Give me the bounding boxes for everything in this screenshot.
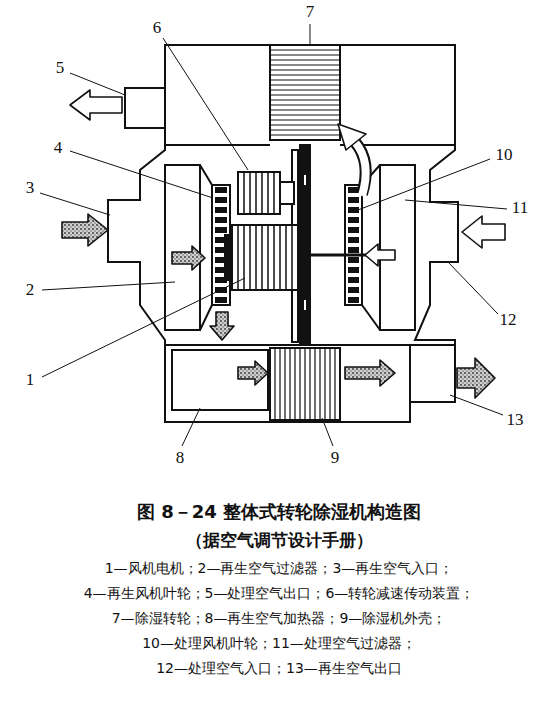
figure-source: （据空气调节设计手册） [186, 530, 373, 550]
process-impeller [345, 185, 362, 305]
wheel-hub [300, 145, 310, 345]
motor-ribs [238, 225, 292, 290]
callout-number: 4 [54, 138, 63, 158]
wheel-hatch [270, 50, 340, 135]
callout-number: 10 [496, 145, 513, 165]
callout-number: 12 [500, 310, 517, 330]
machine-housing [108, 45, 458, 422]
drive-gear [238, 172, 280, 214]
key-line: 4—再生风机叶轮；5—处理空气出口；6—转轮减速传动装置； [84, 585, 475, 602]
gear-ribs [244, 172, 274, 214]
key-line: 12—处理空气入口；13—再生空气出口 [156, 660, 402, 677]
wheel-upper [270, 45, 340, 140]
dotted-arrow [210, 312, 234, 340]
key-line: 7—除湿转轮；8—再生空气加热器；9—除湿机外壳； [112, 610, 447, 627]
dotted-arrow [238, 361, 268, 385]
hollow-arrow [70, 90, 122, 120]
gear-box [280, 182, 294, 204]
internal-wall [165, 145, 455, 345]
key-line: 1—风机电机；2—再生空气过滤器；3—再生空气入口； [105, 560, 454, 577]
key-line: 10—处理风机叶轮；11—处理空气过滤器； [142, 635, 416, 652]
curved-arrow-head [338, 124, 366, 150]
cone-wall [200, 165, 380, 330]
casing-hatch [275, 348, 335, 420]
dotted-arrow [62, 214, 108, 246]
callout-number: 13 [507, 410, 524, 430]
hollow-arrow [365, 244, 395, 266]
impeller-blades [348, 187, 359, 303]
curved-arrow-body [355, 142, 366, 196]
curved-arrow [338, 124, 366, 196]
callout-number: 6 [153, 18, 162, 38]
callout-number: 1 [26, 370, 35, 390]
regen-outlet-duct [410, 345, 455, 402]
figure-title: 图 8－24 整体式转轮除湿机构造图 [137, 501, 421, 523]
hub-gap [304, 175, 306, 310]
dotted-arrow [345, 360, 395, 386]
casing-lower [270, 348, 340, 420]
callout-number: 11 [512, 198, 528, 218]
dotted-arrow [457, 358, 495, 398]
hollow-arrow [462, 216, 505, 248]
outlet-duct [125, 88, 165, 128]
fan-motor [232, 225, 298, 290]
leader-line [40, 24, 507, 446]
callout-number: 8 [176, 448, 185, 468]
callout-number: 3 [26, 178, 35, 198]
callout-number: 5 [56, 58, 65, 78]
dotted-arrow [172, 246, 205, 270]
callout-number: 7 [306, 2, 315, 22]
callout-number: 2 [26, 280, 35, 300]
callout-number: 9 [331, 448, 340, 468]
regen-heater [172, 350, 268, 410]
